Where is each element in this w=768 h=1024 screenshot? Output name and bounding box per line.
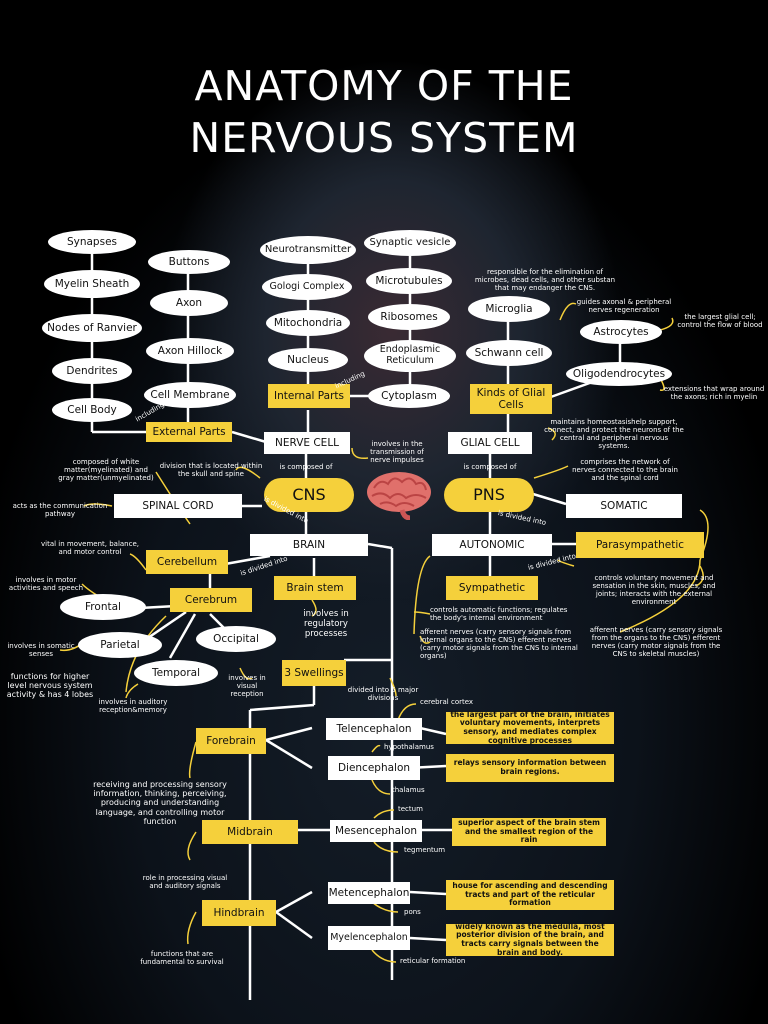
brain-box: BRAIN [250, 534, 368, 556]
cerebrum-label: Cerebrum [170, 588, 252, 612]
spinal-cord-desc-2: acts as the communication pathway [12, 502, 108, 519]
hindbrain-desc-2: functions that are fundamental to surviv… [140, 950, 224, 967]
hypothalamus-text: hypothalamus [384, 743, 434, 751]
cerebellum-label: Cerebellum [146, 550, 228, 574]
autonomic-nerves: afferent nerves (carry sensory signals f… [420, 628, 578, 661]
oligodendrocytes-desc: extensions that wrap around the axons; r… [663, 385, 765, 402]
metencephalon-desc: house for ascending and descending tract… [446, 880, 614, 910]
telencephalon-box: Telencephalon [326, 718, 422, 740]
3-swellings-label: 3 Swellings [282, 660, 346, 686]
somatic-desc: controls voluntary movement and sensatio… [592, 574, 716, 607]
reticular-formation-text: reticular formation [400, 957, 466, 965]
cns-composed-of-text: is composed of [279, 463, 333, 471]
myelin-sheath-node: Myelin Sheath [44, 270, 140, 298]
temporal-node: Temporal [134, 660, 218, 686]
myelencephalon-desc: widely known as the medulla, most poster… [446, 922, 614, 956]
thalamus-text: thalamus [392, 786, 425, 794]
somatic-box: SOMATIC [566, 494, 682, 518]
autonomic-box: AUTONOMIC [432, 534, 552, 556]
mitochondria-node: Mitochondria [266, 310, 350, 336]
axon-hillock-node: Axon Hillock [146, 338, 234, 364]
sympathetic-label: Sympathetic [446, 576, 538, 600]
microtubules-node: Microtubules [366, 268, 452, 294]
cell-membrane-node: Cell Membrane [144, 382, 236, 408]
frontal-node: Frontal [60, 594, 146, 620]
title-line-2: NERVOUS SYSTEM [189, 114, 579, 162]
pns-desc: comprises the network of nerves connecte… [572, 458, 678, 483]
internal-parts-label: Internal Parts [268, 384, 350, 408]
mesencephalon-box: Mesencephalon [330, 820, 422, 842]
myelencephalon-box: Myelencephalon [328, 926, 410, 950]
spinal-cord-box: SPINAL CORD [114, 494, 242, 518]
midbrain-label: Midbrain [202, 820, 298, 844]
endoplasmic-reticulum-node: Endoplasmic Reticulum [364, 340, 456, 372]
pns-pill: PNS [444, 478, 534, 512]
cell-body-node: Cell Body [52, 398, 132, 422]
cytoplasm-node: Cytoplasm [368, 384, 450, 408]
gologi-complex-node: Gologi Complex [262, 274, 352, 300]
astrocytes-node: Astrocytes [580, 320, 662, 344]
parietal-node: Parietal [78, 632, 162, 658]
parasympathetic-label: Parasympathetic [576, 532, 704, 558]
temporal-desc: involves in auditory reception&memory [98, 698, 168, 715]
diencephalon-box: Diencephalon [328, 756, 420, 780]
pns-composed-of-text: is composed of [463, 463, 517, 471]
cns-pill: CNS [264, 478, 354, 512]
glial-cell-box: GLIAL CELL [448, 432, 532, 454]
schwann-desc: guides axonal & peripheral nerves regene… [576, 298, 672, 315]
hindbrain-label: Hindbrain [202, 900, 276, 926]
tegmentum-text: tegmentum [404, 846, 446, 854]
cns-desc: division that is located within the skul… [159, 462, 263, 479]
glial-cell-desc: maintains homeostasishelp support, conne… [544, 418, 684, 451]
midbrain-desc: receiving and processing sensory informa… [93, 780, 227, 826]
autonomic-desc: controls automatic functions; regulates … [430, 606, 568, 623]
ribosomes-node: Ribosomes [368, 304, 450, 330]
cerebral-cortex-text: cerebral cortex [420, 698, 474, 706]
nerve-cell-box: NERVE CELL [264, 432, 350, 454]
somatic-nerves: afferent nerves (carry sensory signals f… [589, 626, 723, 659]
external-parts-label: External Parts [146, 422, 232, 442]
synaptic-vesicle-node: Synaptic vesicle [364, 230, 456, 256]
occipital-desc: involves in visual reception [228, 674, 266, 699]
mesencephalon-desc: superior aspect of the brain stem and th… [452, 818, 606, 846]
nerve-cell-desc: involves in the transmission of nerve im… [370, 440, 424, 465]
synapses-node: Synapses [48, 230, 136, 254]
axon-node: Axon [150, 290, 228, 316]
cerebellum-desc: vital in movement, balance, and motor co… [41, 540, 139, 557]
nodes-of-ranvier-node: Nodes of Ranvier [42, 314, 142, 342]
telencephalon-desc: the largest part of the brain, initiates… [446, 710, 614, 744]
page-title: ANATOMY OF THE NERVOUS SYSTEM [0, 60, 768, 164]
diencephalon-desc: relays sensory information between brain… [446, 754, 614, 782]
brain-stem-desc: involves in regulatory processes [303, 609, 349, 639]
buttons-node: Buttons [148, 250, 230, 274]
neurotransmitter-node: Neurotransmitter [260, 236, 356, 264]
brain-icon [367, 472, 431, 520]
frontal-desc: involves in motor activities and speech [8, 576, 84, 593]
astrocytes-desc: the largest glial cell; control the flow… [677, 313, 763, 330]
spinal-cord-desc-1: composed of white matter(myelinated) and… [58, 458, 154, 483]
schwann-cell-node: Schwann cell [466, 340, 552, 366]
cerebrum-desc: functions for higher level nervous syste… [6, 672, 94, 700]
microglia-desc: responsible for the elimination of micro… [474, 268, 616, 293]
occipital-node: Occipital [196, 626, 276, 652]
nucleus-node: Nucleus [268, 348, 348, 372]
title-line-1: ANATOMY OF THE [194, 62, 574, 110]
parietal-desc: involves in somatic senses [7, 642, 75, 659]
dendrites-node: Dendrites [52, 358, 132, 384]
tectum-text: tectum [398, 805, 423, 813]
pons-text: pons [404, 908, 421, 916]
forebrain-label: Forebrain [196, 728, 266, 754]
hindbrain-desc: role in processing visual and auditory s… [142, 874, 228, 891]
kinds-of-glial-cells-label: Kinds of Glial Cells [470, 384, 552, 414]
microglia-node: Microglia [468, 296, 550, 322]
swellings-desc: divided into 5 major divisions [347, 686, 419, 703]
brain-stem-label: Brain stem [274, 576, 356, 600]
oligodendrocytes-node: Oligodendrocytes [566, 362, 672, 386]
metencephalon-box: Metencephalon [328, 882, 410, 904]
